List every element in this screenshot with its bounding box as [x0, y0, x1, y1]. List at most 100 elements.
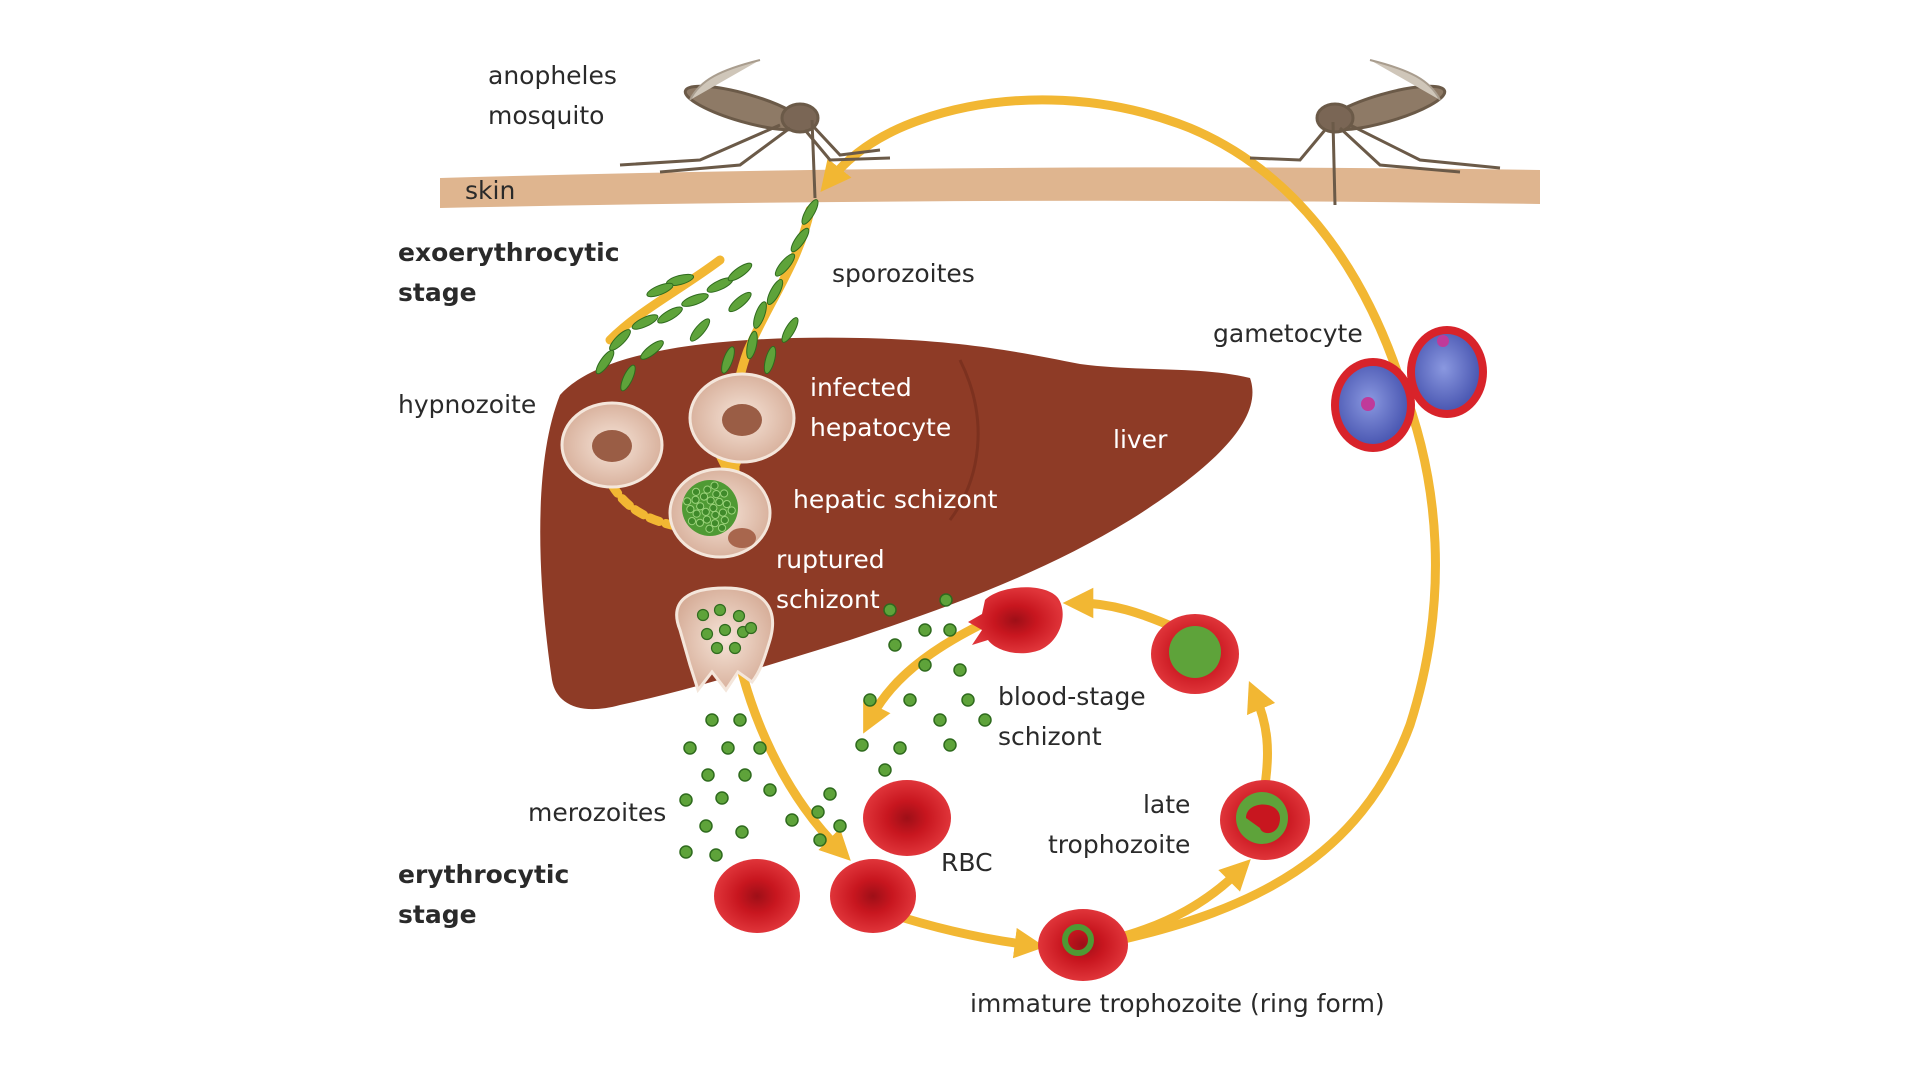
merozoite — [679, 845, 693, 859]
label-sporozoites: sporozoites — [832, 259, 975, 288]
merozoite — [683, 741, 697, 755]
merozoite — [863, 693, 877, 707]
rbc-cell-3 — [863, 780, 951, 856]
merozoite — [811, 805, 825, 819]
rbc-cell-2 — [830, 859, 916, 933]
schizont-granule — [695, 518, 704, 527]
merozoite — [883, 603, 897, 617]
sporozoite — [753, 301, 767, 329]
label-exoerythrocytic-stage: exoerythrocytic stage — [398, 233, 620, 313]
merozoite — [918, 623, 932, 637]
gametocyte-cell-2 — [1407, 326, 1487, 418]
merozoite — [699, 819, 713, 833]
merozoite — [943, 623, 957, 637]
schizont-granule — [727, 506, 736, 515]
merozoite — [893, 741, 907, 755]
merozoite — [813, 833, 827, 847]
schizont-granule — [696, 502, 705, 511]
merozoite — [763, 783, 777, 797]
label-ruptured-schizont: ruptured schizont — [776, 540, 885, 620]
merozoite — [918, 658, 932, 672]
schizont-granule — [709, 503, 718, 513]
schizont-granule — [687, 517, 697, 526]
label-ery-line1: erythrocytic — [398, 860, 570, 889]
merozoite — [933, 713, 947, 727]
merozoite — [738, 768, 752, 782]
arrow-gametocyte-cycle — [820, 95, 1440, 945]
schizont-granule — [717, 523, 727, 533]
schizont-granule — [686, 505, 695, 514]
sporozoite — [620, 364, 636, 392]
label-blood-stage-schizont: blood-stage schizont — [998, 677, 1146, 757]
sporozoite — [790, 227, 810, 253]
merozoite — [721, 741, 735, 755]
label-exo-line1: exoerythrocytic — [398, 238, 620, 267]
label-liver: liver — [1113, 425, 1168, 454]
ring-form-cell — [1038, 909, 1128, 981]
label-ring-form: immature trophozoite (ring form) — [970, 989, 1385, 1018]
label-infected-hepatocyte: infected hepatocyte — [810, 368, 951, 448]
arrow-ruptured-to-merozoites — [863, 620, 985, 734]
schizont-granule — [722, 499, 731, 509]
label-gametocyte: gametocyte — [1213, 319, 1363, 348]
schizont-granule — [692, 509, 701, 518]
label-anopheles-mosquito: anopheles mosquito — [488, 56, 617, 136]
label-rbc: RBC — [941, 848, 993, 877]
label-erythrocytic-stage: erythrocytic stage — [398, 855, 569, 935]
label-infected-line1: infected — [810, 373, 912, 402]
schizont-granule — [712, 490, 721, 499]
schizont-granule — [711, 510, 720, 520]
sporozoite — [801, 199, 819, 225]
infected-hepatocyte-cell — [688, 372, 796, 464]
merozoite — [718, 623, 732, 637]
schizont-granule — [683, 497, 692, 506]
label-exo-line2: stage — [398, 278, 477, 307]
gametocyte-cell-1 — [1331, 358, 1415, 452]
late-trophozoite-cell — [1220, 780, 1310, 860]
mosquito-left — [619, 59, 891, 199]
sporozoite — [727, 262, 753, 282]
merozoite — [733, 713, 747, 727]
merozoite — [728, 641, 742, 655]
merozoite — [785, 813, 799, 827]
label-hepatic-schizont: hepatic schizont — [793, 485, 998, 514]
skin-band — [440, 167, 1540, 208]
arrow-late-to-schizont — [1247, 680, 1276, 790]
arrow-sporozoite-path — [605, 255, 725, 345]
merozoite — [833, 819, 847, 833]
merozoite — [978, 713, 992, 727]
sporozoite — [781, 317, 799, 343]
sporozoite — [766, 278, 784, 306]
label-infected-line2: hepatocyte — [810, 413, 952, 442]
label-blood-stage-line2: schizont — [998, 722, 1102, 751]
label-late-line2: trophozoite — [1048, 830, 1191, 859]
label-skin: skin — [465, 176, 516, 205]
sporozoite — [657, 306, 683, 324]
sporozoite — [721, 346, 735, 374]
label-anopheles-line1: anopheles — [488, 61, 617, 90]
merozoite — [732, 609, 746, 623]
sporozoite — [763, 345, 777, 375]
merozoite — [701, 768, 715, 782]
merozoite — [855, 738, 869, 752]
sporozoite — [746, 330, 758, 360]
schizont-granule — [720, 489, 729, 498]
label-merozoites: merozoites — [528, 798, 667, 827]
schizont-granule — [691, 487, 701, 497]
merozoite — [888, 638, 902, 652]
sporozoite — [631, 314, 659, 330]
sporozoite — [609, 329, 631, 351]
merozoite — [744, 621, 758, 635]
label-blood-stage-line1: blood-stage — [998, 682, 1146, 711]
merozoite — [823, 787, 837, 801]
merozoite — [753, 741, 767, 755]
schizont-granule — [718, 508, 728, 517]
merozoite — [713, 603, 727, 617]
merozoite — [705, 713, 719, 727]
label-anopheles-line2: mosquito — [488, 101, 605, 130]
schizont-granule — [702, 515, 712, 524]
schizont-granule — [710, 519, 720, 528]
merozoite — [679, 793, 693, 807]
